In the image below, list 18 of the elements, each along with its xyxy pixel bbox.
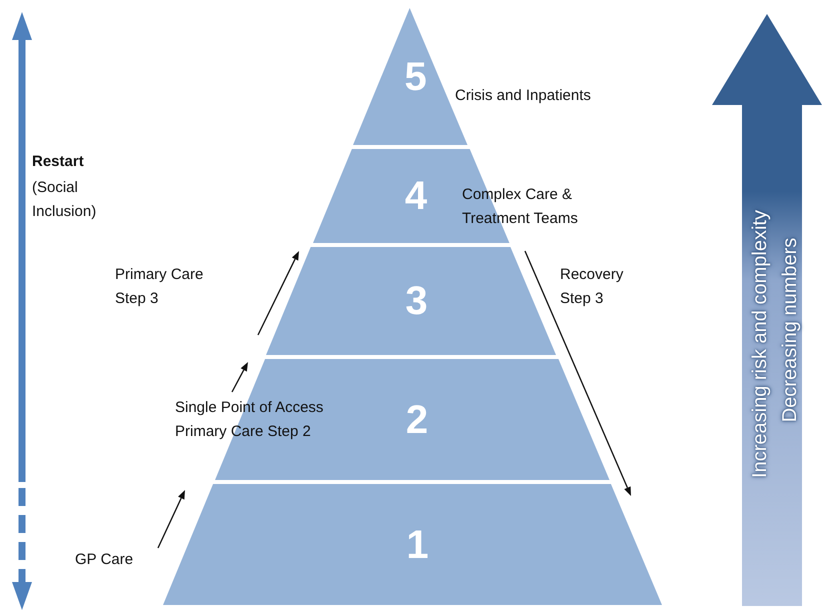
text-label: Primary Care Step 3 xyxy=(115,265,204,309)
pyramid-tier xyxy=(163,484,662,605)
text-label: Restart xyxy=(32,152,85,172)
text-label: Single Point of Access Primary Care Step 2 xyxy=(175,398,324,442)
tier-number: 1 xyxy=(406,524,429,564)
tier-label: Crisis and Inpatients xyxy=(454,86,591,106)
text-label: Recovery Step 3 xyxy=(560,265,624,309)
arrow-text: Increasing risk and complexity xyxy=(748,210,772,478)
tier-number: 5 xyxy=(404,56,427,96)
arrow-text: Decreasing numbers xyxy=(778,238,802,422)
text-label: (Social Inclusion) xyxy=(32,178,98,222)
tier-number: 3 xyxy=(405,281,428,321)
text-label: GP Care xyxy=(75,550,134,570)
tier-number: 2 xyxy=(406,400,428,440)
tier-label: Complex Care & Treatment Teams xyxy=(462,185,579,229)
tier-number: 4 xyxy=(404,176,428,216)
pyramid-tier xyxy=(266,247,556,355)
block-arrow xyxy=(712,14,822,606)
